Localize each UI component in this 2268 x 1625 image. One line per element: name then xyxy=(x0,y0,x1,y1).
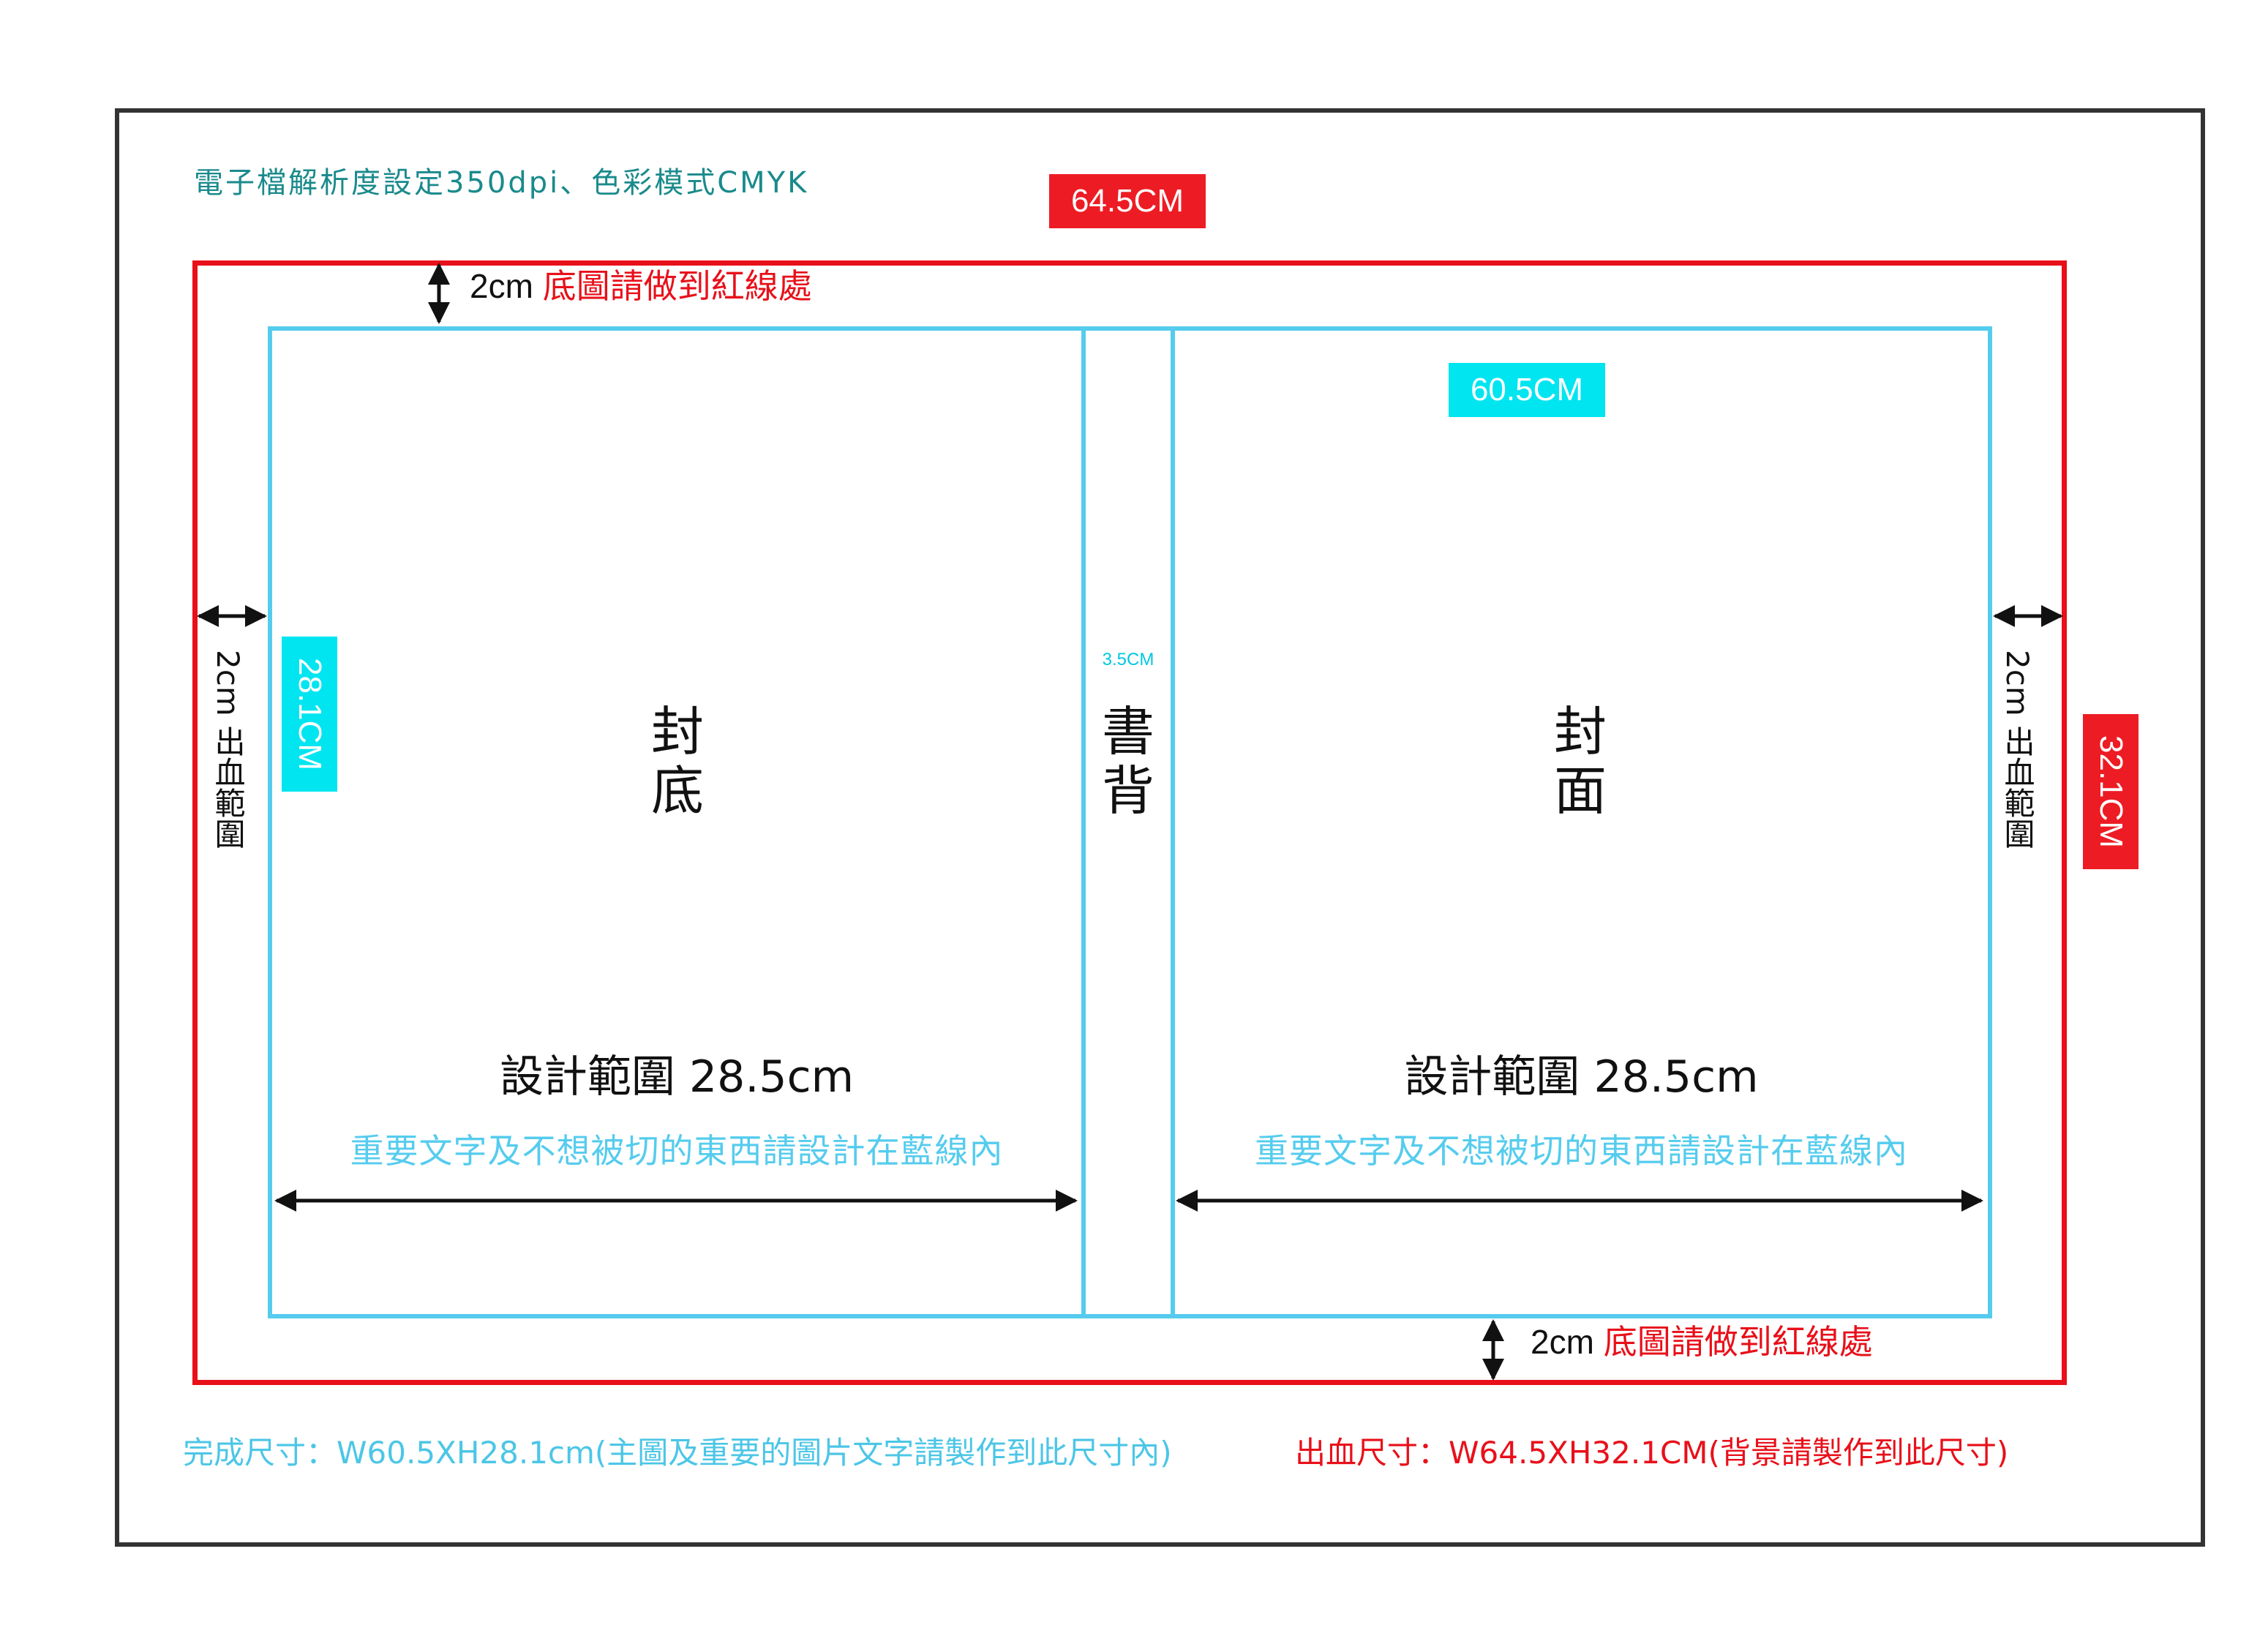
top-bleed-value: 2cm xyxy=(470,267,533,305)
bottom-bleed-note: 2cm 底圖請做到紅線處 xyxy=(1531,1325,1873,1359)
resolution-note: 電子檔解析度設定350dpi、色彩模式CMYK xyxy=(194,166,809,200)
front-cover-title: 封 面 xyxy=(1553,701,1607,822)
back-safe-note: 重要文字及不想被切的東西請設計在藍線內 xyxy=(350,1131,1004,1171)
front-cover-panel xyxy=(1171,326,1992,1318)
back-design-range: 設計範圍 28.5cm xyxy=(499,1051,855,1103)
top-bleed-note: 2cm 底圖請做到紅線處 xyxy=(470,269,812,303)
front-design-range: 設計範圍 28.5cm xyxy=(1404,1051,1759,1103)
spine-title: 書 背 xyxy=(1101,701,1154,822)
bleed-height-label: 32.1CM xyxy=(2083,714,2139,869)
bleed-width-label: 64.5CM xyxy=(1049,174,1206,228)
footer-trim-size: 完成尺寸：W60.5XH28.1cm(主圖及重要的圖片文字請製作到此尺寸內) xyxy=(183,1435,1172,1471)
spine-width-label: 3.5CM xyxy=(1102,650,1154,669)
back-cover-title: 封 底 xyxy=(650,701,704,822)
top-bleed-text: 底圖請做到紅線處 xyxy=(542,266,812,306)
right-bleed-note: 2cm 出血範圍 xyxy=(1999,650,2035,849)
bottom-bleed-text: 底圖請做到紅線處 xyxy=(1603,1322,1873,1362)
front-safe-note: 重要文字及不想被切的東西請設計在藍線內 xyxy=(1255,1131,1908,1171)
trim-width-label: 60.5CM xyxy=(1449,363,1605,417)
footer-bleed-size: 出血尺寸：W64.5XH32.1CM(背景請製作到此尺寸) xyxy=(1295,1435,2009,1471)
bottom-bleed-value: 2cm xyxy=(1531,1323,1594,1361)
sheet-frame xyxy=(115,108,2205,1547)
left-bleed-note: 2cm 出血範圍 xyxy=(210,650,246,849)
bleed-outline xyxy=(192,260,2067,1385)
trim-height-label: 28.1CM xyxy=(282,637,337,792)
